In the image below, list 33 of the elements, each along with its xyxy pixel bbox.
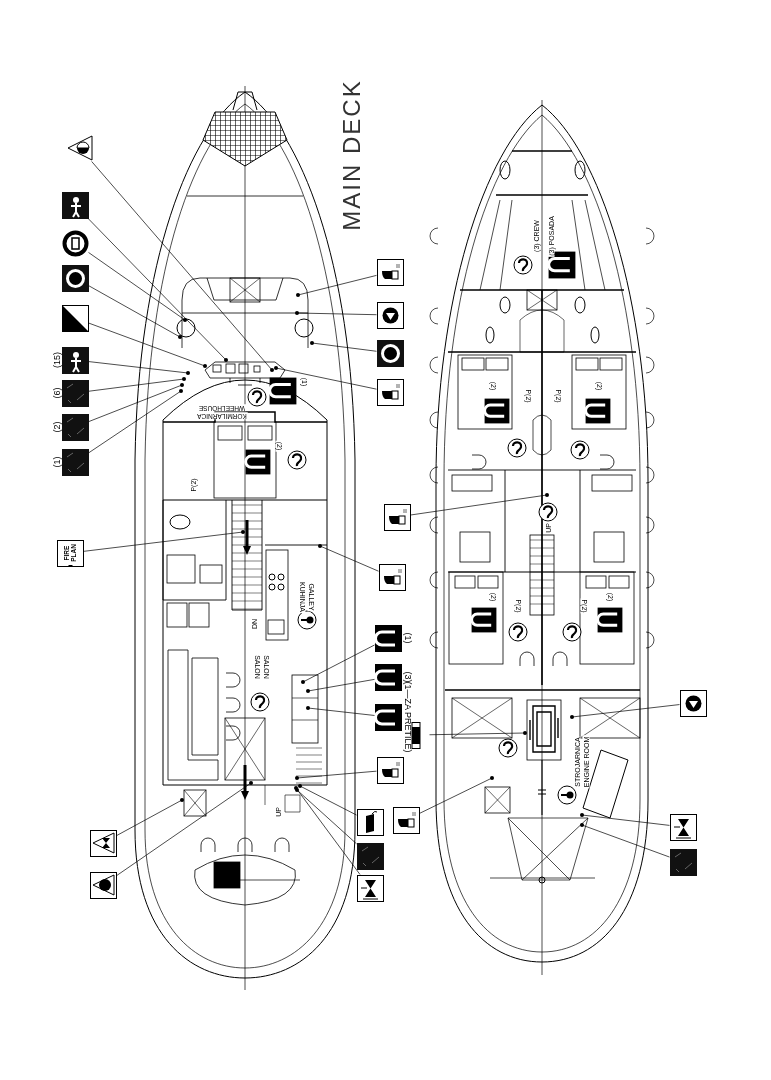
triangle-sign-icon <box>66 134 94 162</box>
dark-sign-icon <box>669 848 697 876</box>
count-label: (2) <box>52 421 62 433</box>
hourglass-sign-icon <box>89 829 117 857</box>
person-sign-icon <box>61 191 89 219</box>
triangle-sign-icon <box>89 871 117 899</box>
valve-icon <box>356 874 384 902</box>
count-label: (15) <box>52 352 62 368</box>
lifebuoy-icon <box>61 264 89 292</box>
lifebuoy-icon <box>376 339 404 367</box>
dark-sign-icon <box>61 413 89 441</box>
count-label: (1) <box>402 632 412 644</box>
dark-sign-icon <box>61 379 89 407</box>
hand-sign-icon <box>392 806 420 834</box>
diagonal-sign-icon <box>61 304 89 332</box>
ring-sign-icon <box>61 229 89 257</box>
dark-sign-icon <box>356 842 384 870</box>
extinguisher-icon <box>356 808 384 836</box>
dark-sign-icon <box>61 448 89 476</box>
hand-sign-icon <box>383 503 411 531</box>
valve-icon <box>669 813 697 841</box>
person-sign-icon <box>61 346 89 374</box>
lifejacket-icon <box>374 624 402 652</box>
count-label: (3) <box>402 671 412 683</box>
count-label: (1—ZA PRETILE) <box>402 681 412 753</box>
lifejacket-icon <box>374 663 402 691</box>
count-label: (6) <box>52 387 62 399</box>
hand-sign-icon <box>378 563 406 591</box>
count-label: (1) <box>52 456 62 468</box>
hand-sign-icon <box>376 378 404 406</box>
hand-sign-icon <box>376 258 404 286</box>
lifejacket-icon <box>374 703 402 731</box>
hand-sign-icon <box>376 756 404 784</box>
